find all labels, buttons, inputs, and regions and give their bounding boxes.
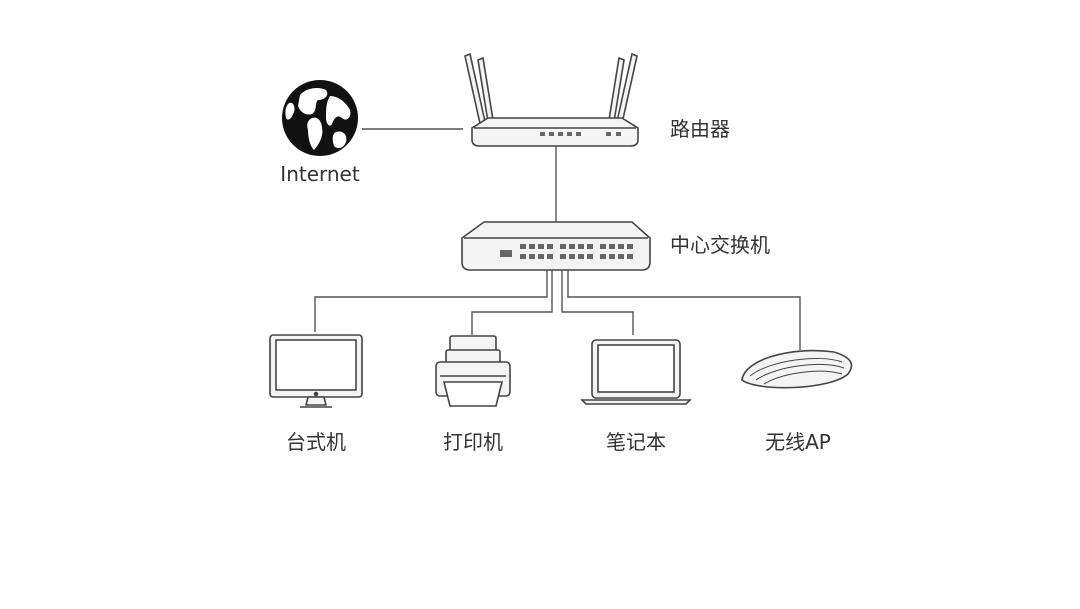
- laptop-label: 笔记本: [606, 430, 666, 454]
- link-switch-printer: [471, 270, 553, 335]
- router-label: 路由器: [670, 117, 730, 141]
- switch-icon: [461, 221, 651, 271]
- desktop-monitor-icon: [269, 334, 363, 408]
- internet-label: Internet: [280, 162, 360, 186]
- router-icon: [464, 52, 639, 147]
- laptop-icon: [580, 339, 692, 405]
- link-switch-laptop: [561, 270, 634, 335]
- ap-label: 无线AP: [765, 430, 831, 454]
- link-switch-desktop: [314, 270, 548, 332]
- globe-icon: [282, 80, 358, 156]
- printer-label: 打印机: [443, 430, 503, 454]
- wireless-ap-icon: [741, 349, 853, 389]
- switch-label: 中心交换机: [670, 233, 770, 257]
- router-body: [471, 117, 639, 147]
- desktop-label: 台式机: [286, 430, 346, 454]
- link-switch-ap: [567, 270, 801, 350]
- connection-lines: [314, 128, 801, 350]
- printer-icon: [435, 335, 511, 407]
